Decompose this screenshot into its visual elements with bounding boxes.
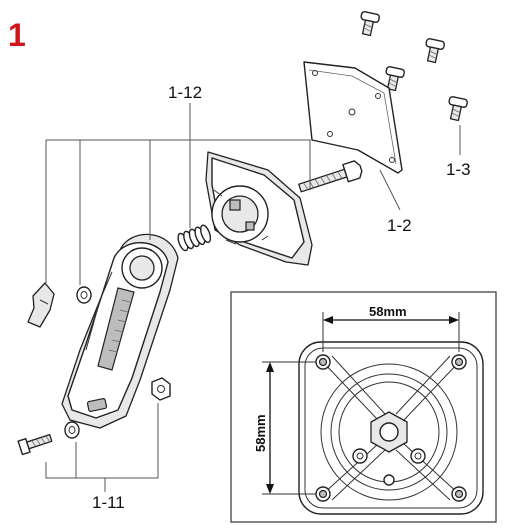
- dimension-inset: 58mm 58mm: [230, 291, 497, 523]
- label-1-3: 1-3: [446, 160, 471, 179]
- corner-hole: [451, 354, 467, 370]
- swivel-base: [205, 151, 313, 266]
- bolt-icon: [17, 433, 53, 456]
- corner-hole: [315, 486, 331, 502]
- screw-icon: [425, 38, 445, 64]
- tilt-arm: [61, 233, 179, 429]
- mounting-plate-1-2: [303, 61, 403, 174]
- washer-icon: [64, 421, 80, 439]
- dimension-horizontal: 58mm: [369, 304, 407, 319]
- screw-icon: [360, 11, 380, 37]
- label-1-11: 1-11: [92, 493, 125, 512]
- leader-bracket-bottom: [45, 403, 159, 479]
- hex-nut-icon: [151, 377, 171, 401]
- corner-hole: [315, 354, 331, 370]
- corner-hole: [451, 486, 467, 502]
- bolt-icon: [298, 160, 363, 193]
- screw-icon: [385, 66, 405, 92]
- leader-1-2: [379, 169, 401, 211]
- label-1-12: 1-12: [168, 83, 202, 102]
- spring-icon: [177, 224, 212, 252]
- screw-icon: [448, 96, 468, 122]
- washer-icon: [76, 286, 92, 304]
- wing-nut-icon: [27, 282, 55, 328]
- label-1-2: 1-2: [387, 216, 412, 235]
- dimension-vertical: 58mm: [253, 414, 268, 452]
- figure-number: 1: [8, 17, 26, 53]
